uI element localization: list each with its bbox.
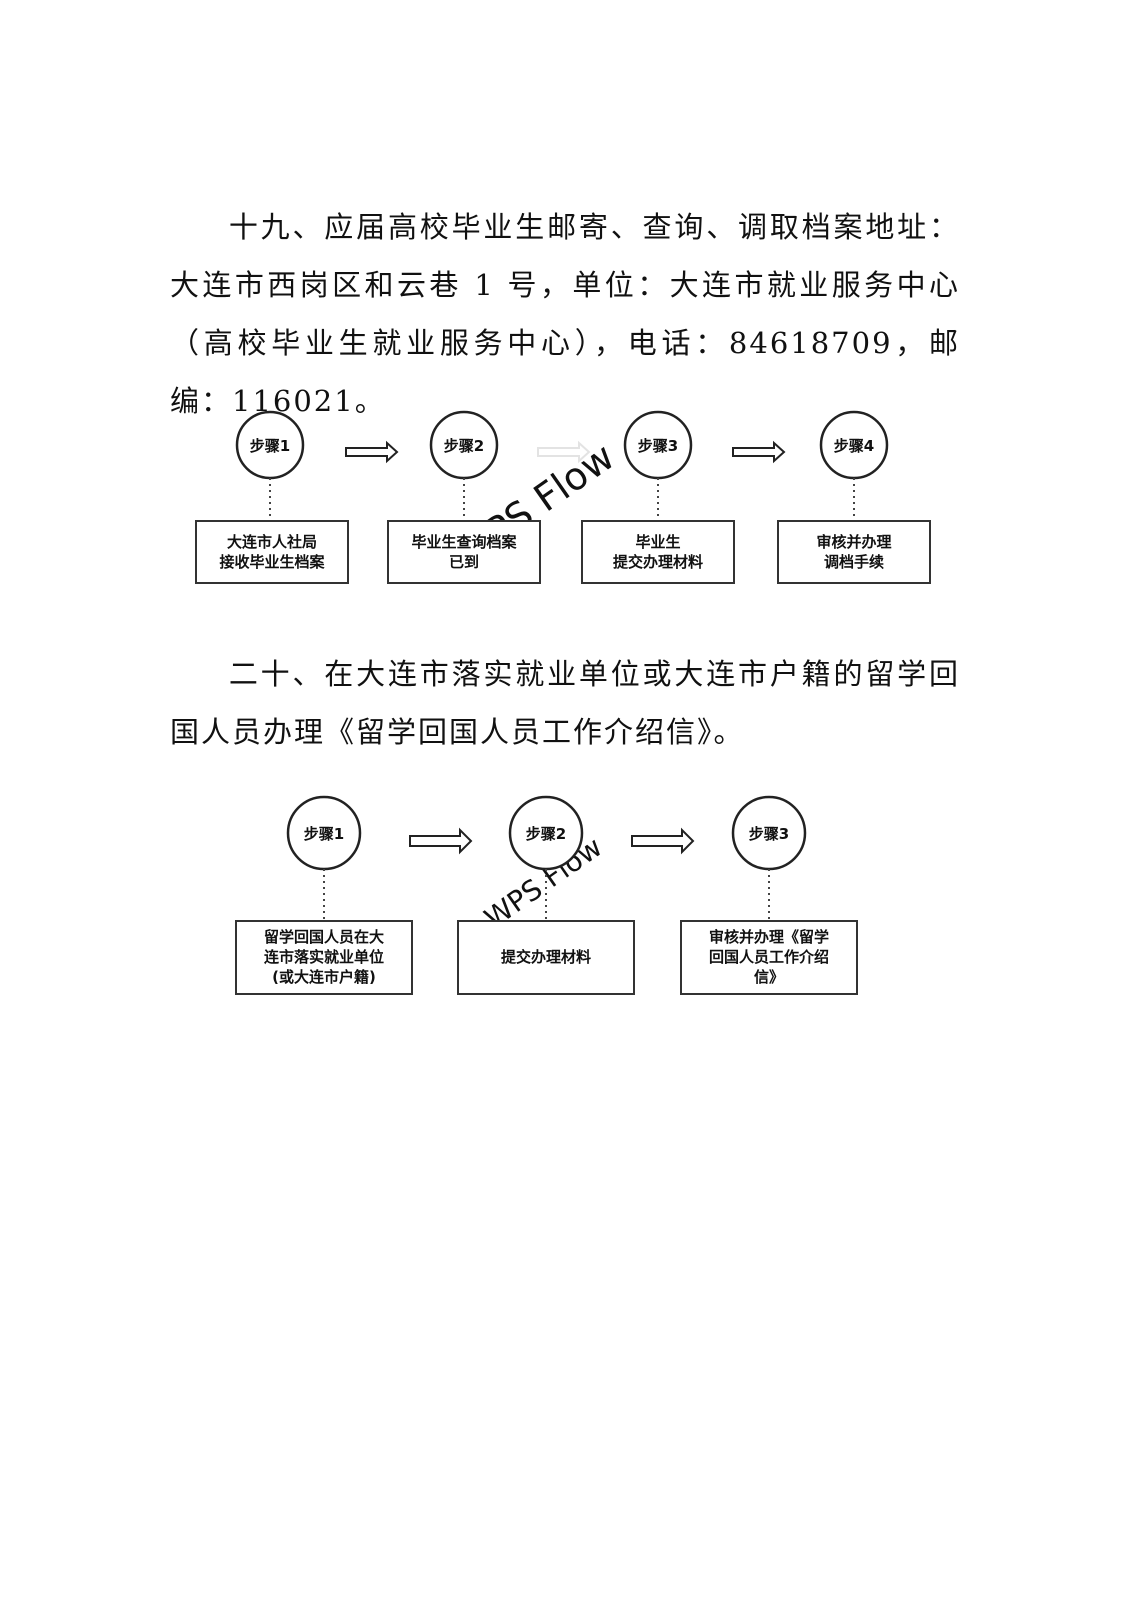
box-line-2: 提交办理材料 <box>613 553 703 571</box>
flow2-step-1: 步骤1 留学回国人员在大 连市落实就业单位 (或大连市户籍) <box>235 795 413 995</box>
step-label: 步骤3 <box>749 825 789 843</box>
flow2-step-2: 步骤2 提交办理材料 <box>457 795 635 995</box>
step-box <box>680 920 858 995</box>
arrow-right-icon <box>732 440 786 464</box>
step-label: 步骤2 <box>526 825 566 843</box>
box-line-3: (或大连市户籍) <box>272 968 376 986</box>
step-box <box>581 520 735 584</box>
step-label: 步骤1 <box>250 437 290 455</box>
step-box <box>777 520 931 584</box>
step-label: 步骤4 <box>834 437 874 455</box>
flow2-step-3: 步骤3 审核并办理《留学 回国人员工作介绍 信》 <box>680 795 858 995</box>
step-box <box>235 920 413 995</box>
flowchart-section-19: WPS Flow 步骤1 大连市人社局 接收毕业生档案 步骤2 毕业生查询档案 … <box>195 410 931 584</box>
step-box <box>457 920 635 995</box>
flowchart-section-20: WPS Flow 步骤1 留学回国人员在大 连市落实就业单位 (或大连市户籍) … <box>235 795 858 995</box>
step-label: 步骤3 <box>638 437 678 455</box>
box-line-1: 留学回国人员在大 <box>264 928 384 946</box>
box-line-2: 已到 <box>449 553 479 571</box>
box-line-1: 提交办理材料 <box>501 948 591 966</box>
flow1-step-1: 步骤1 大连市人社局 接收毕业生档案 <box>195 410 349 584</box>
section-19-text: 十九、应届高校毕业生邮寄、查询、调取档案地址：大连市西岗区和云巷 1 号，单位：… <box>170 210 960 418</box>
box-line-2: 接收毕业生档案 <box>219 553 325 571</box>
step-box <box>387 520 541 584</box>
box-line-1: 审核并办理 <box>816 533 891 551</box>
flow1-step-2: 步骤2 毕业生查询档案 已到 <box>387 410 541 584</box>
section-20-paragraph: 二十、在大连市落实就业单位或大连市户籍的留学回国人员办理《留学回国人员工作介绍信… <box>170 645 960 761</box>
box-line-1: 审核并办理《留学 <box>709 928 829 946</box>
arrow-right-icon <box>537 440 591 464</box>
box-line-1: 毕业生 <box>635 533 680 551</box>
step-box <box>195 520 349 584</box>
box-line-3: 信》 <box>754 968 784 986</box>
box-line-2: 连市落实就业单位 <box>264 948 384 966</box>
box-line-1: 毕业生查询档案 <box>411 533 517 551</box>
flow1-step-4: 步骤4 审核并办理 调档手续 <box>777 410 931 584</box>
box-line-2: 调档手续 <box>824 553 884 571</box>
arrow-right-icon <box>631 827 695 855</box>
section-20-text: 二十、在大连市落实就业单位或大连市户籍的留学回国人员办理《留学回国人员工作介绍信… <box>170 657 960 749</box>
section-19-paragraph: 十九、应届高校毕业生邮寄、查询、调取档案地址：大连市西岗区和云巷 1 号，单位：… <box>170 198 960 430</box>
step-label: 步骤2 <box>444 437 484 455</box>
step-label: 步骤1 <box>304 825 344 843</box>
arrow-right-icon <box>409 827 473 855</box>
flow1-step-3: 步骤3 毕业生 提交办理材料 <box>581 410 735 584</box>
box-line-2: 回国人员工作介绍 <box>709 948 829 966</box>
arrow-right-icon <box>345 440 399 464</box>
box-line-1: 大连市人社局 <box>227 533 317 551</box>
